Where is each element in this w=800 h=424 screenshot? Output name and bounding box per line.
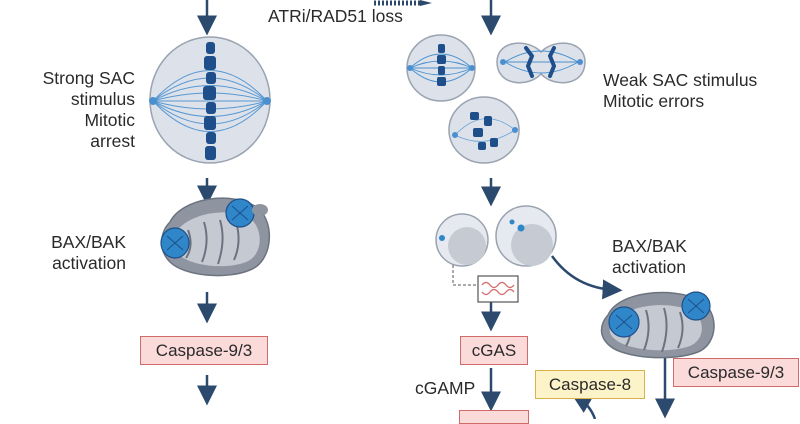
cell-nucleus-left bbox=[435, 213, 489, 267]
label-strong-sac: Strong SAC stimulus Mitotic arrest bbox=[40, 68, 135, 152]
cell-aneuploid bbox=[448, 96, 520, 164]
box-bottom-partial bbox=[459, 410, 529, 424]
box-caspase-8: Caspase-8 bbox=[535, 370, 645, 399]
mitochondrion-left bbox=[160, 197, 271, 277]
label-strong-sac-line2: stimulus bbox=[70, 89, 135, 109]
dashed-hatch-top bbox=[374, 0, 432, 6]
label-weak-sac-line2: Mitotic errors bbox=[603, 91, 705, 111]
box-cgas: cGAS bbox=[460, 336, 528, 365]
label-bax-bak-left: BAX/BAK activation bbox=[40, 232, 126, 274]
label-cgamp: cGAMP bbox=[415, 378, 476, 398]
label-strong-sac-line1: Strong SAC bbox=[42, 68, 135, 88]
label-weak-sac-line1: Weak SAC stimulus bbox=[603, 70, 758, 90]
label-weak-sac: Weak SAC stimulus Mitotic errors bbox=[603, 70, 757, 112]
cell-metaphase-weak bbox=[406, 34, 476, 102]
label-bax-right-line2: activation bbox=[612, 257, 686, 277]
cell-nucleus-right bbox=[495, 205, 557, 267]
label-bax-right-line1: BAX/BAK bbox=[612, 236, 687, 256]
label-bax-left-line2: activation bbox=[52, 253, 126, 273]
label-bax-bak-right: BAX/BAK activation bbox=[612, 236, 687, 278]
label-strong-sac-line3: Mitotic arrest bbox=[84, 110, 135, 151]
cell-anaphase-lagging bbox=[496, 42, 586, 84]
curved-arrow-to-mito-right bbox=[550, 255, 623, 300]
curved-arrow-caspase8 bbox=[571, 394, 597, 419]
label-atri-rad51-loss: ATRi/RAD51 loss bbox=[268, 6, 403, 26]
label-bax-left-line1: BAX/BAK bbox=[51, 232, 126, 252]
box-caspase-9-3-right: Caspase-9/3 bbox=[673, 358, 799, 387]
dna-sensing-inset bbox=[452, 265, 519, 303]
cell-metaphase-strong bbox=[149, 36, 271, 164]
mitochondrion-right bbox=[600, 291, 715, 359]
box-caspase-9-3-left: Caspase-9/3 bbox=[140, 336, 268, 365]
